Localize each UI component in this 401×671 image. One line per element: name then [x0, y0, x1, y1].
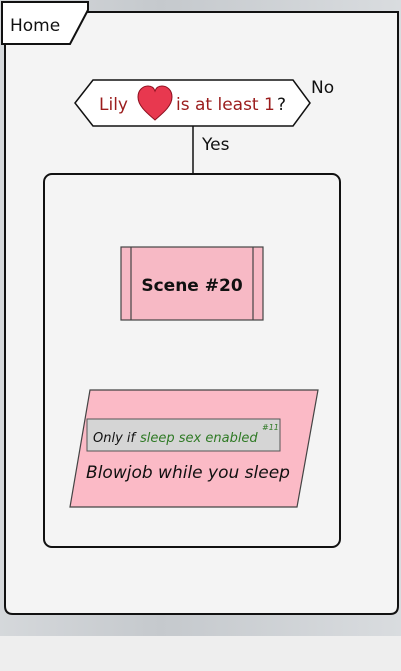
- bottom-strip: [0, 636, 401, 671]
- yes-label: Yes: [201, 135, 230, 155]
- condition-number: #11: [262, 423, 279, 432]
- home-tab[interactable]: [1, 1, 89, 45]
- decision-suffix: is at least 1: [176, 95, 275, 115]
- condition-prefix: Only if: [93, 431, 138, 446]
- event-title: Blowjob while you sleep: [86, 463, 290, 483]
- no-label: No: [311, 78, 334, 98]
- scene-node[interactable]: [120, 246, 264, 321]
- home-tab-label[interactable]: Home: [10, 16, 60, 36]
- condition-box: [86, 418, 281, 452]
- decision-node[interactable]: [74, 79, 311, 127]
- condition-value: sleep sex enabled: [140, 431, 258, 446]
- heart-icon: [137, 85, 173, 121]
- scene-label: Scene #20: [141, 276, 242, 296]
- decision-question-mark: ?: [277, 95, 286, 115]
- decision-prefix: Lily: [99, 95, 128, 115]
